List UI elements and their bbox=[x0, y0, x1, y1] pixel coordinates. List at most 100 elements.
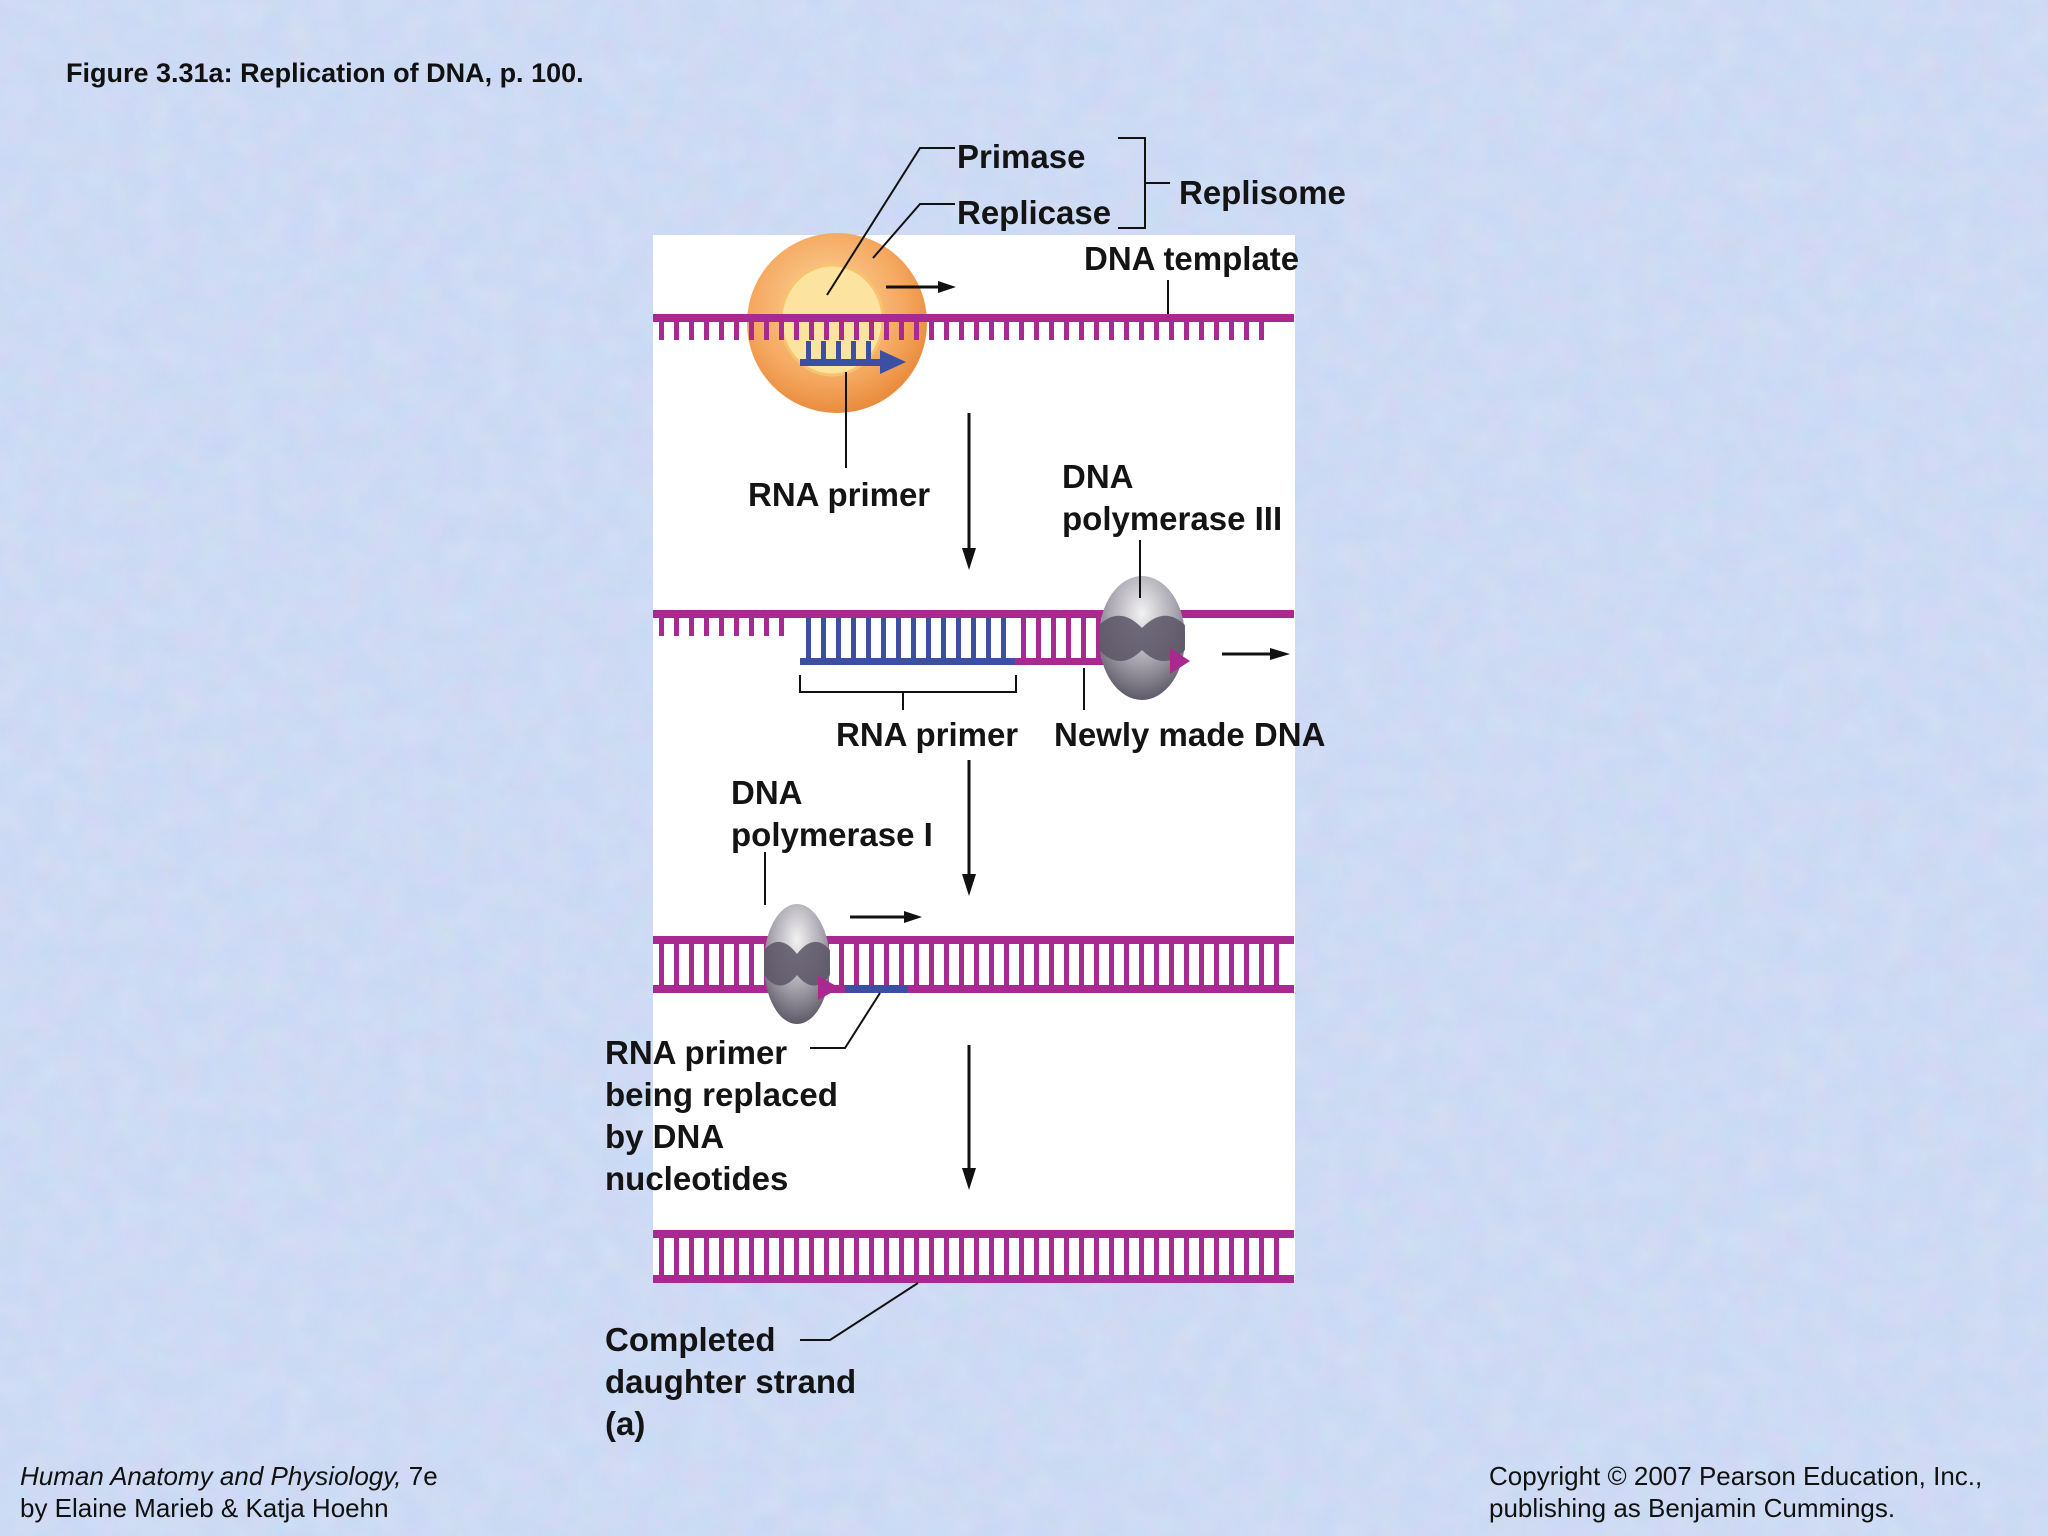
base-pair-rung bbox=[1079, 944, 1084, 985]
primer-rung bbox=[851, 341, 856, 359]
template-rung bbox=[734, 618, 739, 636]
base-pair-rung bbox=[749, 944, 754, 985]
stage-4-completed bbox=[653, 1230, 1294, 1283]
dna-polymerase-i-shape bbox=[764, 904, 830, 1024]
base-pair-rung bbox=[1244, 1238, 1249, 1275]
base-pair-rung bbox=[749, 1238, 754, 1275]
base-pair-rung bbox=[974, 944, 979, 985]
label-dna-pol-i-line1: DNA bbox=[731, 774, 803, 811]
base-pair-rung bbox=[689, 1238, 694, 1275]
primer-rungs-1 bbox=[806, 341, 871, 359]
base-pair-rung bbox=[959, 1238, 964, 1275]
template-rung bbox=[869, 322, 874, 340]
template-rung bbox=[1049, 322, 1054, 340]
base-pair-rung bbox=[884, 1238, 889, 1275]
new-dna-rung bbox=[1036, 618, 1041, 658]
label-rna-replaced-line1: RNA primer bbox=[605, 1034, 788, 1071]
slide-title: Figure 3.31a: Replication of DNA, p. 100… bbox=[66, 58, 584, 88]
base-pair-rung bbox=[764, 1238, 769, 1275]
base-pair-rung bbox=[944, 944, 949, 985]
base-pair-rung bbox=[989, 944, 994, 985]
footer-authors: by Elaine Marieb & Katja Hoehn bbox=[20, 1493, 389, 1523]
base-pair-rung bbox=[1094, 1238, 1099, 1275]
stage-3-pol-i bbox=[653, 904, 1294, 1024]
new-dna-rung bbox=[1081, 618, 1086, 658]
base-pair-rung bbox=[1184, 1238, 1189, 1275]
base-pair-rung bbox=[1139, 944, 1144, 985]
base-pair-rung bbox=[869, 1238, 874, 1275]
new-dna-rung bbox=[1051, 618, 1056, 658]
label-dna-pol-iii-line1: DNA bbox=[1062, 458, 1134, 495]
template-rung bbox=[1244, 322, 1249, 340]
base-pair-rung bbox=[1019, 944, 1024, 985]
template-rung bbox=[719, 322, 724, 340]
primer-rung bbox=[836, 618, 841, 658]
label-completed-line2: daughter strand bbox=[605, 1363, 857, 1400]
template-rung bbox=[1169, 322, 1174, 340]
base-pair-rung bbox=[734, 1238, 739, 1275]
base-pair-rung bbox=[1109, 944, 1114, 985]
label-dna-template: DNA template bbox=[1084, 240, 1300, 277]
template-rung bbox=[779, 322, 784, 340]
template-rung bbox=[1214, 322, 1219, 340]
daughter-strand-4 bbox=[653, 1275, 1294, 1283]
base-pair-rung bbox=[1274, 944, 1279, 985]
base-pair-rung bbox=[779, 1238, 784, 1275]
template-rung bbox=[1139, 322, 1144, 340]
template-rung bbox=[689, 322, 694, 340]
label-completed-line1: Completed bbox=[605, 1321, 776, 1358]
label-rna-primer-1: RNA primer bbox=[748, 476, 931, 513]
base-pair-rung bbox=[1079, 1238, 1084, 1275]
template-rung bbox=[974, 322, 979, 340]
base-pair-rung bbox=[944, 1238, 949, 1275]
template-rung bbox=[854, 322, 859, 340]
base-pair-rung bbox=[959, 944, 964, 985]
label-panel-letter: (a) bbox=[605, 1405, 646, 1442]
base-pair-rung bbox=[974, 1238, 979, 1275]
template-rung bbox=[1034, 322, 1039, 340]
base-pair-rung bbox=[1199, 1238, 1204, 1275]
base-pair-rung bbox=[1244, 944, 1249, 985]
primer-direction-arrowhead bbox=[880, 350, 906, 374]
template-rung bbox=[749, 322, 754, 340]
label-rna-replaced-line3: by DNA bbox=[605, 1118, 725, 1155]
base-pair-rung bbox=[989, 1238, 994, 1275]
full-rungs-4 bbox=[659, 1238, 1279, 1275]
base-pair-rung bbox=[1184, 944, 1189, 985]
footer-copyright-line2: publishing as Benjamin Cummings. bbox=[1489, 1493, 1896, 1523]
primer-rung bbox=[881, 618, 886, 658]
stage-2-pol-iii bbox=[653, 576, 1294, 710]
base-pair-rung bbox=[659, 1238, 664, 1275]
base-pair-rung bbox=[1229, 944, 1234, 985]
dna-template-strand-3 bbox=[653, 936, 1294, 944]
rna-primer-strand-1 bbox=[800, 359, 885, 366]
template-rung bbox=[839, 322, 844, 340]
primer-rung bbox=[971, 618, 976, 658]
base-pair-rung bbox=[929, 944, 934, 985]
template-rung bbox=[944, 322, 949, 340]
base-pair-rung bbox=[1199, 944, 1204, 985]
footer-copyright-line1: Copyright © 2007 Pearson Education, Inc.… bbox=[1489, 1461, 1983, 1491]
footer-edition: 7e bbox=[401, 1461, 438, 1491]
template-rung bbox=[674, 322, 679, 340]
primer-rung bbox=[941, 618, 946, 658]
template-rungs-1 bbox=[659, 322, 1264, 340]
primer-rung bbox=[851, 618, 856, 658]
template-rung bbox=[824, 322, 829, 340]
base-pair-rung bbox=[1169, 944, 1174, 985]
template-rung bbox=[734, 322, 739, 340]
template-rung bbox=[1079, 322, 1084, 340]
primer-rung bbox=[986, 618, 991, 658]
base-pair-rung bbox=[704, 1238, 709, 1275]
label-rna-primer-2: RNA primer bbox=[836, 716, 1019, 753]
primer-rung bbox=[866, 341, 871, 359]
base-pair-rung bbox=[674, 1238, 679, 1275]
base-pair-rung bbox=[1064, 944, 1069, 985]
label-primase: Primase bbox=[957, 138, 1086, 175]
base-pair-rung bbox=[1154, 944, 1159, 985]
footer-book-title: Human Anatomy and Physiology, bbox=[20, 1461, 402, 1491]
base-pair-rung bbox=[899, 1238, 904, 1275]
primer-rung bbox=[806, 341, 811, 359]
direction-arrowhead-1 bbox=[938, 281, 956, 293]
dna-template-strand-4 bbox=[653, 1230, 1294, 1238]
